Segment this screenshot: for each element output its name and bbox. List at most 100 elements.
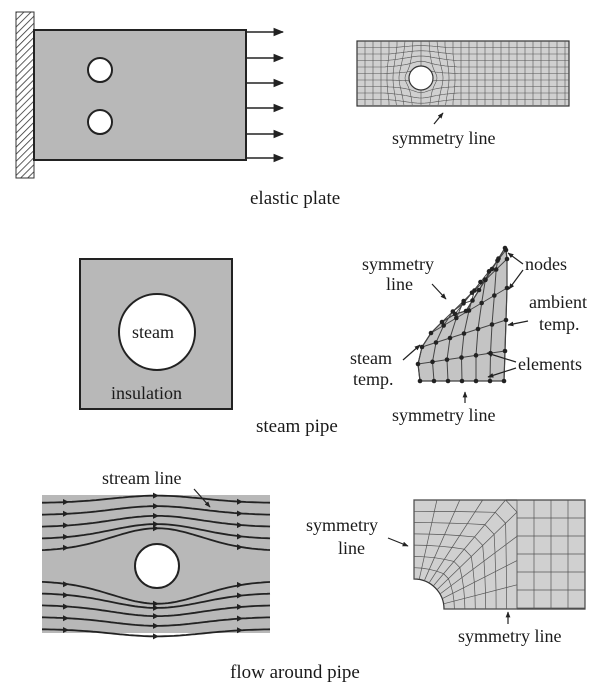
nodes-pointer-2: [508, 269, 524, 290]
elements-label: elements: [518, 354, 582, 374]
load-arrows: [246, 27, 285, 163]
mesh-node: [476, 287, 482, 293]
mesh-node: [463, 308, 469, 314]
steam-pipe-panel: steam insulation symmetry line nodes amb…: [79, 245, 587, 437]
flow-caption: flow around pipe: [230, 662, 360, 683]
stream-arrow: [153, 512, 159, 519]
stream-arrow: [237, 627, 243, 634]
stream-arrow: [237, 615, 243, 622]
mesh-node: [441, 323, 446, 328]
nodes-pointer-1: [507, 252, 524, 265]
plate-mesh-hline: [357, 60, 569, 68]
stream-arrow: [237, 581, 243, 588]
stream-arrow: [237, 544, 243, 551]
flow-mesh-line: [433, 499, 506, 587]
stream-arrow: [153, 600, 159, 607]
mesh-node: [431, 378, 437, 384]
mesh-node: [504, 256, 510, 262]
mesh-node: [445, 378, 451, 384]
mesh-node: [419, 344, 425, 350]
symmetry-left-pointer: [431, 283, 447, 300]
mesh-node: [428, 330, 434, 336]
flow-mesh-line: [442, 560, 518, 600]
stream-arrow: [63, 627, 69, 634]
elements-pointer-1: [486, 352, 517, 363]
plate-mesh-hline: [357, 79, 569, 89]
stream-arrow: [63, 522, 69, 529]
flow-mesh-line: [413, 556, 466, 610]
stream-line-label: stream line: [102, 468, 181, 488]
stream-arrow: [153, 521, 159, 528]
mesh-node: [433, 340, 439, 345]
plate-mesh-vline: [386, 41, 390, 105]
flow-mesh-line: [414, 499, 518, 609]
insulation-label: insulation: [111, 383, 182, 403]
plate-hole-top: [87, 57, 113, 83]
steam-pipe-circle: [118, 293, 196, 371]
symmetry-pointer-1: [433, 112, 444, 125]
mesh-node: [470, 298, 475, 303]
stream-arrow: [153, 613, 159, 620]
stream-arrow: [63, 498, 69, 505]
mesh-node: [473, 378, 479, 384]
stream-arrow: [63, 544, 69, 551]
steam-temp-label-1: steam: [350, 348, 392, 368]
mesh-node: [459, 355, 464, 360]
flow-mesh-line: [418, 499, 438, 580]
mesh-node: [447, 335, 453, 341]
mesh-node: [444, 357, 450, 362]
plate-mesh-hline: [357, 55, 569, 61]
elastic-plate-panel: symmetry line elastic plate: [15, 11, 570, 209]
plate-mesh-vline: [428, 40, 438, 106]
stream-arrow: [237, 522, 243, 529]
ambient-label-2: temp.: [539, 314, 580, 334]
stream-arrow: [63, 615, 69, 622]
plate-symmetry-label: symmetry line: [392, 128, 495, 148]
flow-mesh-line: [413, 567, 455, 610]
nodes-label: nodes: [525, 254, 567, 274]
flow-mesh: [413, 499, 586, 610]
stream-arrow: [153, 503, 159, 510]
plate-mesh-vline: [404, 40, 414, 106]
flow-mesh-line: [413, 522, 497, 610]
elastic-plate-caption: elastic plate: [250, 188, 340, 209]
stream-arrow: [153, 525, 159, 532]
stream-arrow: [237, 533, 243, 540]
mesh-node: [502, 245, 508, 251]
stream-arrow: [63, 592, 69, 599]
mesh-node: [452, 311, 458, 317]
mesh-node: [478, 279, 483, 285]
plate-mesh-vline: [452, 41, 456, 105]
mesh-node: [461, 331, 467, 336]
stream-arrow: [237, 603, 243, 610]
flow-mesh-line: [436, 511, 518, 590]
steam-label: steam: [132, 322, 174, 342]
mesh-node: [461, 301, 466, 306]
plate-mesh-hline: [357, 50, 569, 55]
mesh-node: [502, 348, 508, 354]
mesh-node: [503, 317, 509, 323]
flow-mesh-line: [443, 584, 518, 605]
mesh-node: [475, 326, 481, 332]
mesh-node: [473, 353, 479, 358]
flow-symmetry-bottom-label: symmetry line: [458, 626, 561, 646]
wall-hatch: [15, 11, 35, 179]
flow-mesh-line: [423, 499, 461, 581]
flow-mesh-line: [428, 499, 483, 584]
flow-pipe-circle: [134, 543, 180, 589]
mesh-node: [492, 293, 497, 298]
mesh-node: [489, 266, 495, 272]
mesh-node: [496, 256, 501, 261]
ambient-pointer: [507, 320, 529, 327]
flow-mesh-line: [413, 544, 476, 610]
flow-symmetry-left-2: line: [338, 538, 365, 558]
mesh-node: [439, 319, 445, 325]
stream-arrow: [237, 510, 243, 517]
mesh-node: [459, 378, 465, 384]
steam-pipe-caption: steam pipe: [256, 416, 338, 437]
flow-symmetry-left-1: symmetry: [306, 515, 378, 535]
flow-mesh-line: [439, 536, 518, 595]
symmetry-left-label-1: symmetry: [362, 254, 434, 274]
mesh-node: [489, 322, 495, 327]
stream-arrow: [63, 533, 69, 540]
